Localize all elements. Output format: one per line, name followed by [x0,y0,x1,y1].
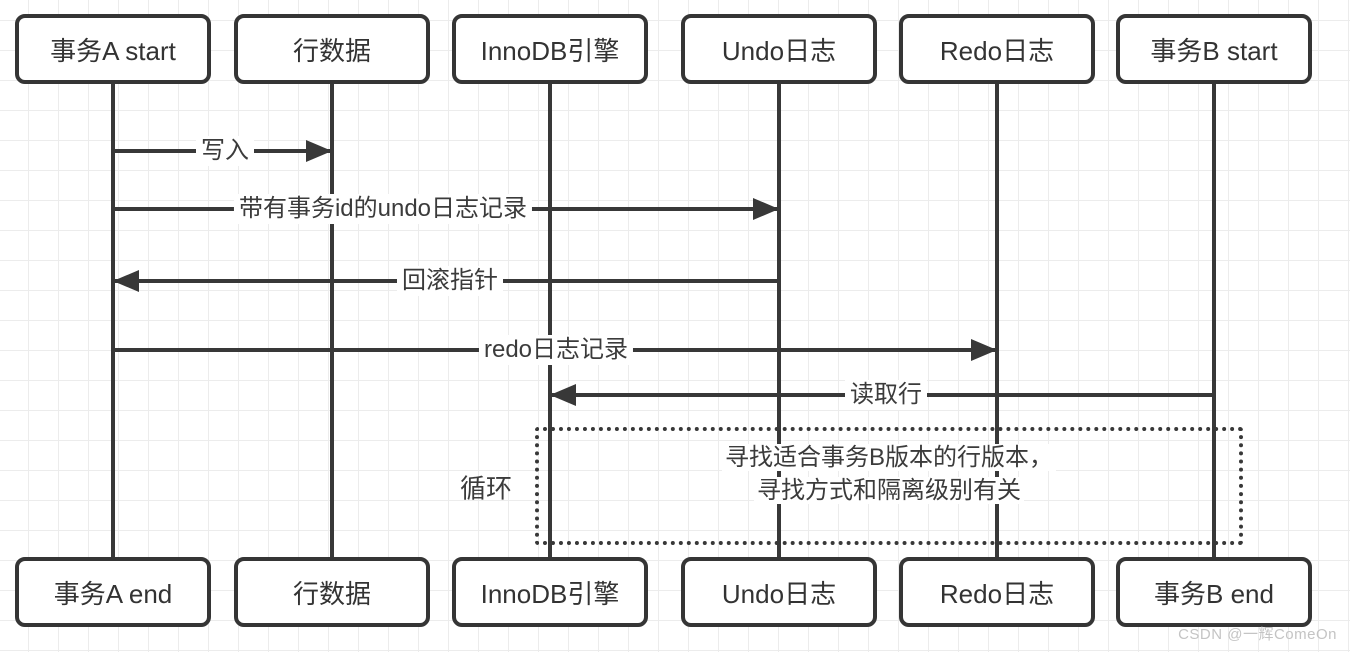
message-undo-log-record: 带有事务id的undo日志记录 [113,194,779,224]
node-label: 行数据 [292,35,371,66]
node-transaction-a-bottom: 事务A end [15,557,211,627]
node-transaction-b-top: 事务B start [1116,14,1312,84]
lifeline-row-data [330,80,334,561]
node-redo-log-top: Redo日志 [899,14,1095,84]
loop-note-line1: 寻找适合事务B版本的行版本， [721,444,1056,471]
node-row-data-bottom: 行数据 [234,557,430,627]
arrowhead-right-icon [753,198,779,220]
node-undo-log-top: Undo日志 [681,14,877,84]
lifeline-transaction-a [111,80,115,561]
message-write: 写入 [113,136,332,166]
message-label: 回滚指针 [397,266,503,296]
arrowhead-right-icon [306,140,332,162]
node-label: Undo日志 [721,35,837,66]
message-rollback-pointer: 回滚指针 [113,266,779,296]
node-label: Redo日志 [939,578,1055,609]
node-row-data-top: 行数据 [234,14,430,84]
node-innodb-engine-top: InnoDB引擎 [452,14,648,84]
message-label: 读取行 [845,380,927,410]
arrowhead-right-icon [971,339,997,361]
lifeline-redo-log [995,80,999,561]
node-label: 事务A start [50,35,176,66]
node-label: Redo日志 [939,35,1055,66]
node-label: Undo日志 [721,578,837,609]
node-label: 事务B start [1150,35,1278,66]
node-label: InnoDB引擎 [480,35,620,66]
node-undo-log-bottom: Undo日志 [681,557,877,627]
node-transaction-b-bottom: 事务B end [1116,557,1312,627]
arrowhead-left-icon [113,270,139,292]
node-innodb-engine-bottom: InnoDB引擎 [452,557,648,627]
node-transaction-a-top: 事务A start [15,14,211,84]
loop-label: 循环 [459,473,513,504]
lifeline-undo-log [777,80,781,561]
node-label: 事务B end [1154,578,1274,609]
node-label: InnoDB引擎 [480,578,620,609]
message-label: 带有事务id的undo日志记录 [233,194,533,224]
arrowhead-left-icon [550,384,576,406]
lifeline-innodb-engine [548,80,552,561]
lifeline-transaction-b [1212,80,1216,561]
node-label: 事务A end [53,578,173,609]
node-label: 行数据 [292,578,371,609]
message-read-row: 读取行 [550,380,1214,410]
message-redo-log-record: redo日志记录 [113,335,997,365]
loop-note-line2: 寻找方式和隔离级别有关 [754,477,1024,504]
message-label: 写入 [196,136,254,166]
node-redo-log-bottom: Redo日志 [899,557,1095,627]
watermark: CSDN @一辉ComeOn [1178,626,1337,643]
loop-frame: 寻找适合事务B版本的行版本， 寻找方式和隔离级别有关 [535,427,1243,545]
message-label: redo日志记录 [478,335,634,365]
loop-note: 寻找适合事务B版本的行版本， 寻找方式和隔离级别有关 [539,441,1239,507]
